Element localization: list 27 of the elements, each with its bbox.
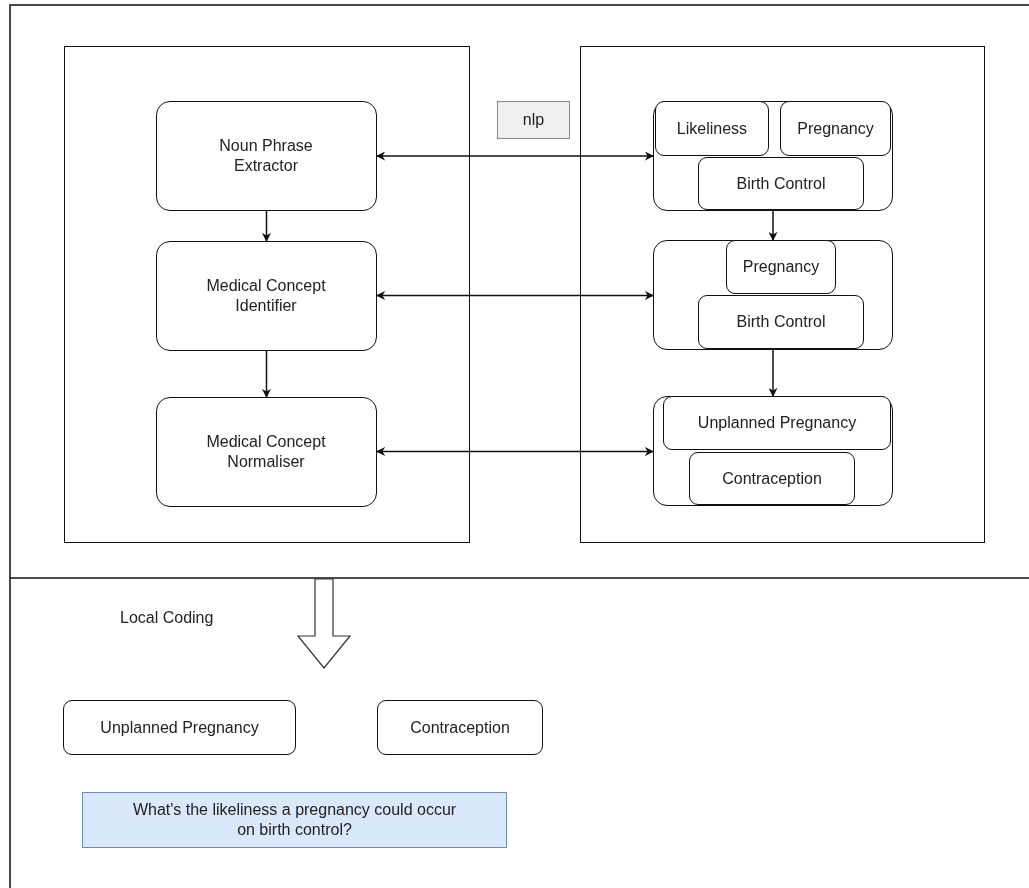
arrow	[376, 291, 654, 300]
concept-box: Pregnancy	[780, 101, 891, 156]
question-box: What's the likeliness a pregnancy could occur on birth control?	[82, 792, 507, 848]
concept-box: Birth Control	[698, 157, 864, 210]
panel	[64, 46, 470, 543]
arrow	[262, 350, 271, 398]
concept-group	[652, 395, 893, 506]
arrow	[376, 151, 654, 161]
tag-box: nlp	[497, 101, 570, 139]
arrow	[768, 210, 778, 241]
concept-box: Unplanned Pregnancy	[63, 700, 296, 755]
process-box: Noun Phrase Extractor	[155, 100, 377, 211]
concept-group	[652, 100, 893, 211]
section-label: Local Coding	[120, 609, 214, 627]
concept-box: Pregnancy	[726, 240, 836, 294]
concept-box: Contraception	[689, 452, 855, 505]
process-box: Medical Concept Identifier	[155, 240, 377, 351]
arrow	[262, 210, 271, 242]
concept-box: Unplanned Pregnancy	[663, 396, 891, 450]
panel	[580, 46, 985, 543]
concept-box: Birth Control	[698, 295, 864, 349]
arrow	[768, 349, 778, 397]
concept-box: Contraception	[377, 700, 543, 755]
arrow	[376, 447, 654, 456]
concept-group	[652, 239, 893, 350]
process-box: Medical Concept Normaliser	[155, 396, 377, 507]
concept-box: Likeliness	[655, 101, 769, 156]
